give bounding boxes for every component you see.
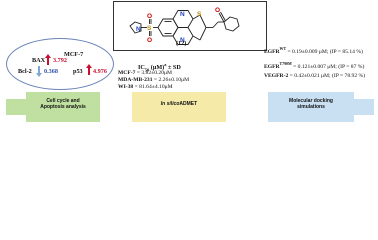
egfr-wt-row: EGFRWT = 0.19±0.009 μM; (IP = 85.14 %) <box>264 47 363 55</box>
arrow-docking <box>268 92 374 122</box>
arrow-cell-cycle <box>6 92 100 122</box>
structure-drawing: N S O O N N S O <box>129 7 240 45</box>
vegfr2-row: VEGFR-2 = 0.42±0.021 μM; (IP = 78.92 %) <box>264 73 366 79</box>
arrow-admet-label: In silicoADMET <box>160 101 198 107</box>
atom-s-ring: S <box>197 11 202 18</box>
atom-s-sulfonyl: S <box>147 25 152 32</box>
atom-o-top: O <box>147 13 152 20</box>
p53-value: 4.976 <box>93 68 107 75</box>
egfr-t790m-row: EGFRT790M = 0.121±0.007 μM; (IP = 87 %) <box>264 62 365 70</box>
bcl2-label: Bcl-2 <box>18 68 32 75</box>
bcl2-value: 0.368 <box>44 68 58 75</box>
compound-label: (12) <box>176 40 187 47</box>
mcf7-title: MCF-7 <box>64 51 84 58</box>
ic50-header: IC50 (μM)a ± SD <box>138 62 181 73</box>
arrow-docking-label: Molecular docking simulations <box>289 98 333 110</box>
ic50-row: WI-38 = 81.64±4.10μM <box>118 84 173 90</box>
up-arrow-icon <box>45 54 51 65</box>
atom-o-ketone: O <box>215 7 220 14</box>
p53-label: p53 <box>73 68 83 75</box>
arrow-cell-cycle-label: Cell cycle and Apoptosis analysis <box>40 98 86 110</box>
atom-n-pyrrolidine: N <box>136 26 141 33</box>
compound-structure: N S O O N N S O (12) <box>113 1 267 51</box>
bax-label: BAX <box>32 57 46 64</box>
atom-n-top: N <box>180 11 185 18</box>
down-arrow-icon <box>36 66 42 77</box>
atom-n-bottom: N <box>180 37 185 44</box>
ic50-row: MDA-MB-231 = 2.26±0.10μM <box>118 77 190 83</box>
up-arrow-icon <box>86 64 92 75</box>
atom-o-bottom: O <box>147 37 152 44</box>
mcf7-ellipse <box>6 38 114 90</box>
ic50-row: MCF-7 = 3.82±0.20μM <box>118 70 172 76</box>
bax-value: 3.792 <box>53 57 67 64</box>
arrow-admet <box>132 92 226 122</box>
